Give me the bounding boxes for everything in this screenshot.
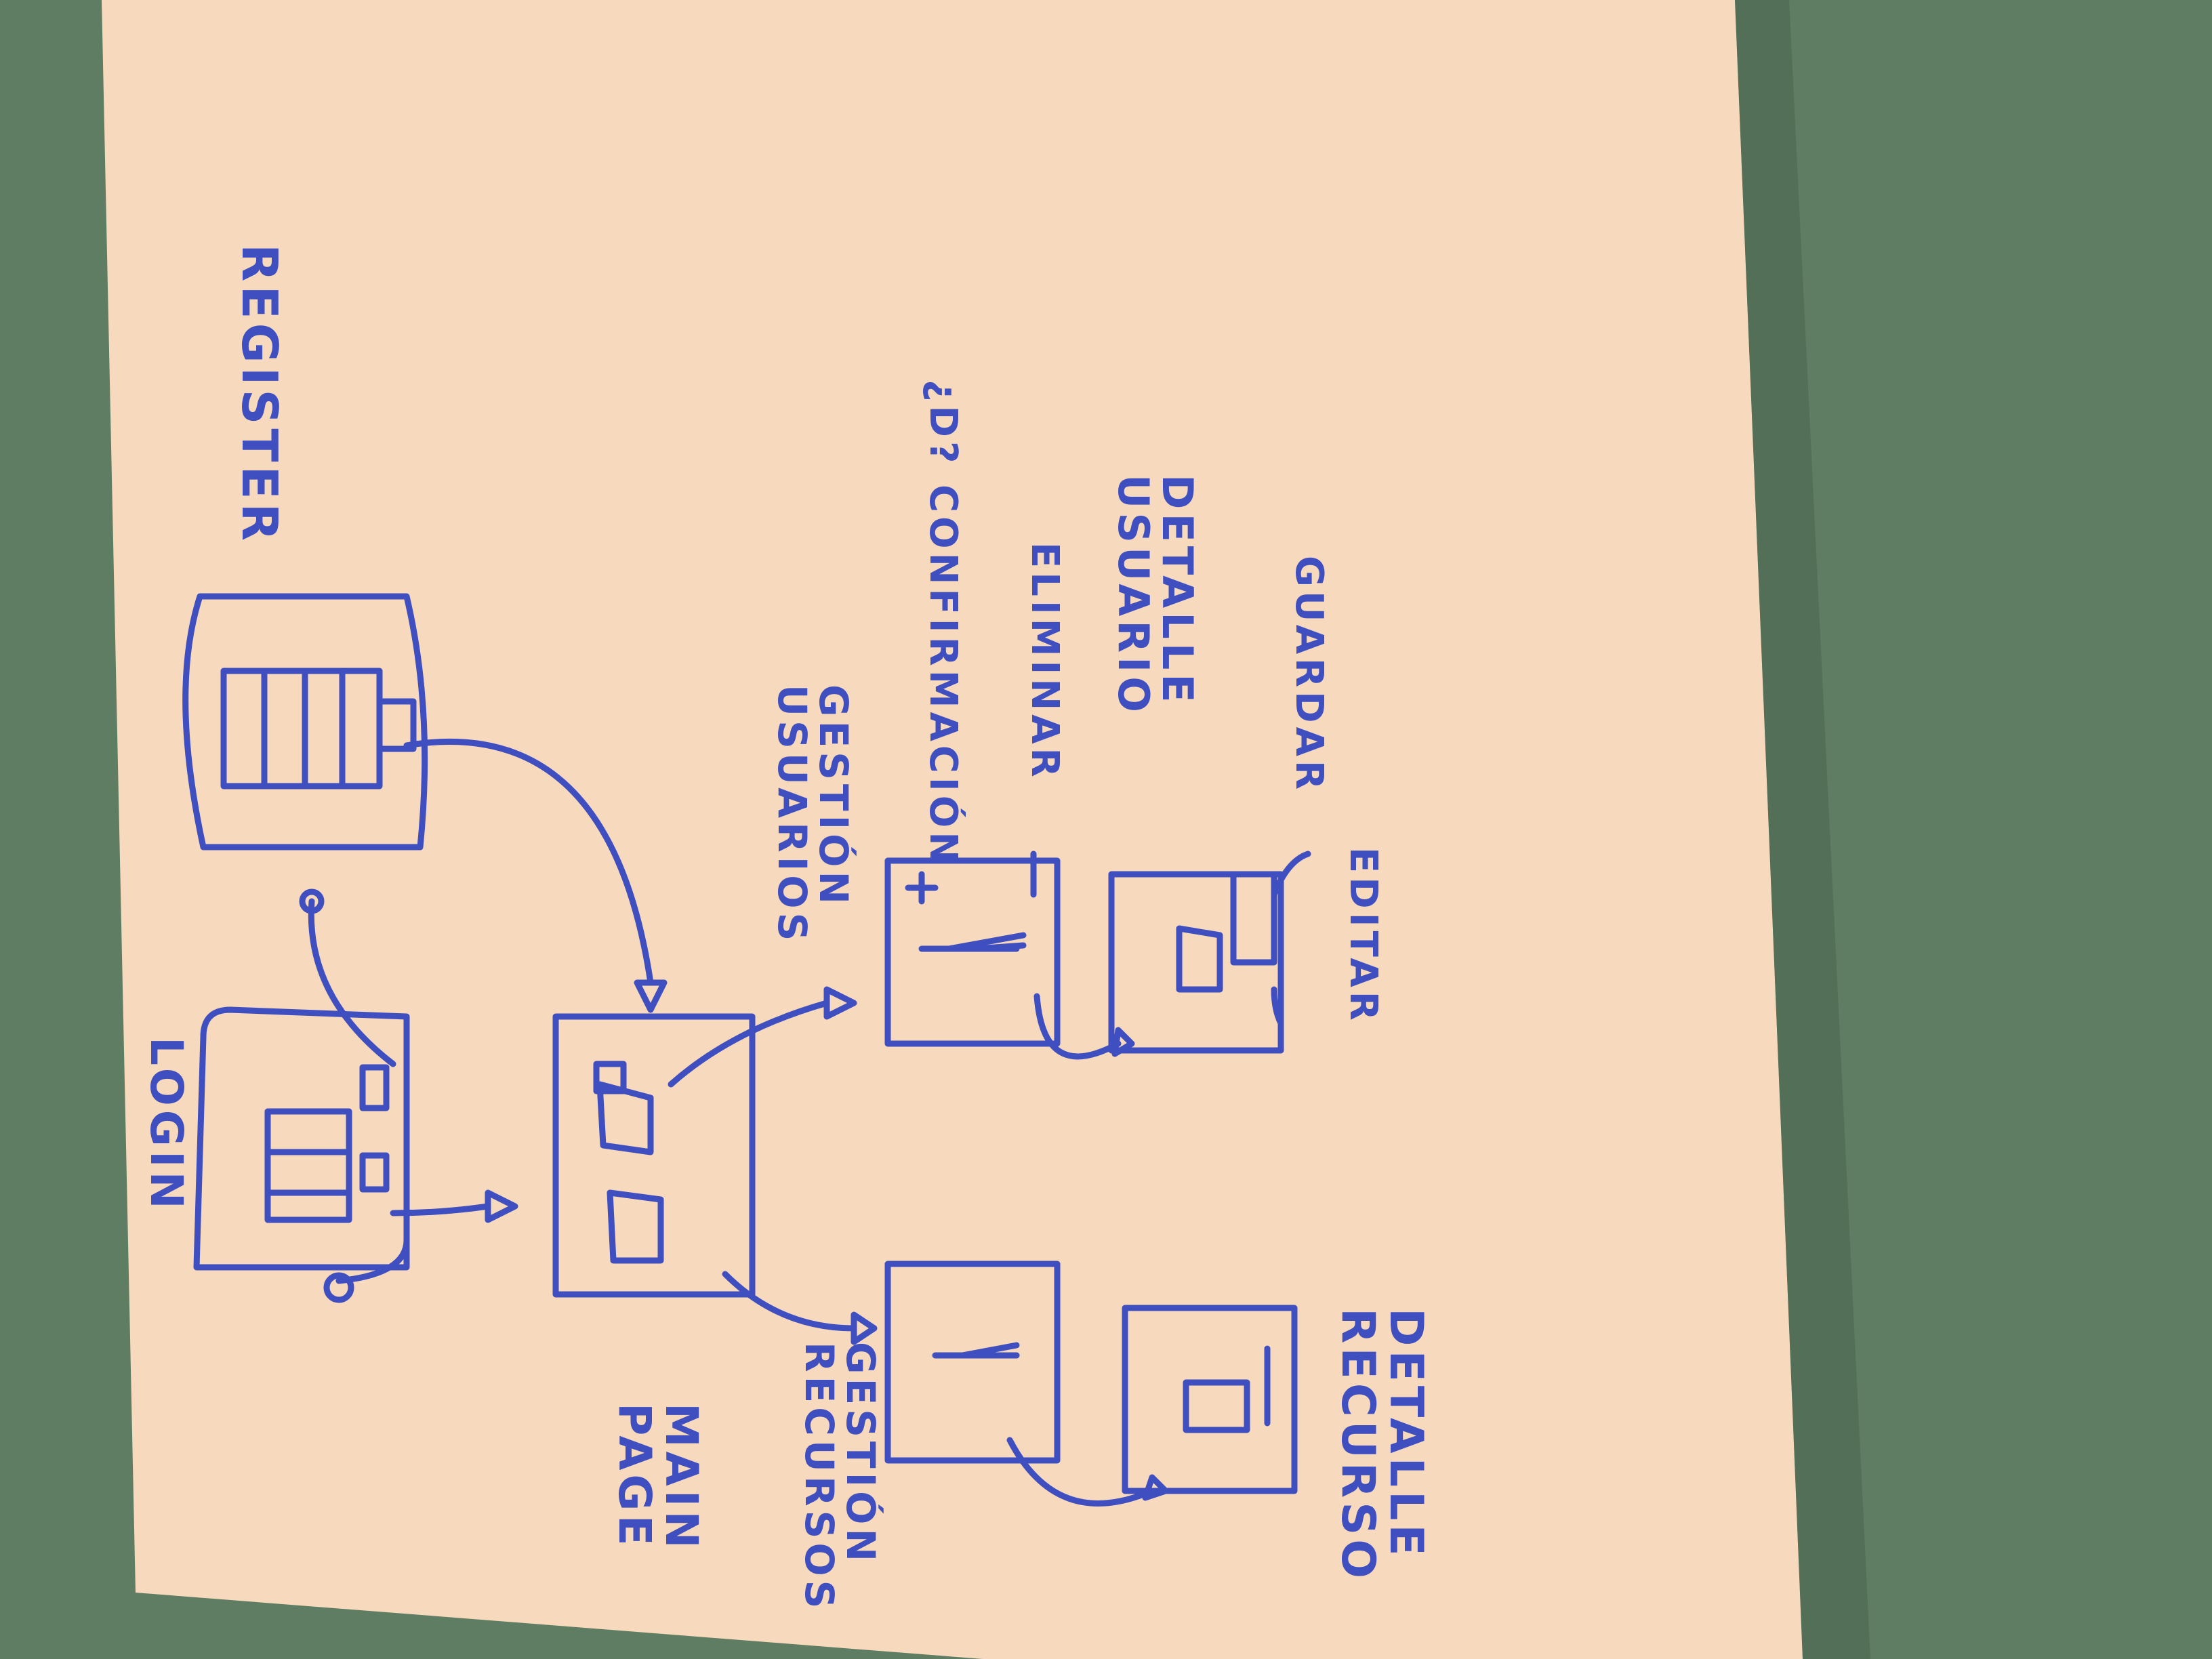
diagram-ink — [182, 593, 1311, 1507]
main-page-screen — [552, 1013, 756, 1298]
detalle-usuario-screen — [1108, 871, 1284, 1054]
connections — [299, 738, 1311, 1507]
register-screen — [182, 593, 428, 851]
label-detalle-recurso: DETALLE RECURSO — [1330, 1308, 1433, 1583]
label-main-page: MAIN PAGE — [608, 1403, 708, 1553]
label-detalle-usuario: DETALLE USUARIO — [1108, 474, 1202, 716]
label-guardar: GUARDAR — [1287, 556, 1331, 794]
paper-sheet — [102, 0, 1803, 1659]
label-gestion-recursos: GESTIÓN RECURSOS — [796, 1342, 884, 1613]
paper-shadow — [1735, 0, 1870, 1659]
gestion-usuarios-screen — [884, 857, 1061, 1047]
label-login: LOGIN — [140, 1037, 192, 1213]
detalle-recurso-screen — [1122, 1305, 1298, 1494]
gestion-recursos-screen — [884, 1261, 1061, 1464]
label-editar: EDITAR — [1341, 847, 1385, 1025]
login-screen — [193, 1006, 410, 1271]
label-register: REGISTER — [231, 244, 288, 546]
label-gestion-usuarios: GESTIÓN USUARIOS — [769, 684, 857, 945]
label-eliminar: ELIMINAR — [1023, 542, 1067, 781]
label-confirmacion: ¿D? CONFIRMACIÓN — [921, 380, 965, 868]
